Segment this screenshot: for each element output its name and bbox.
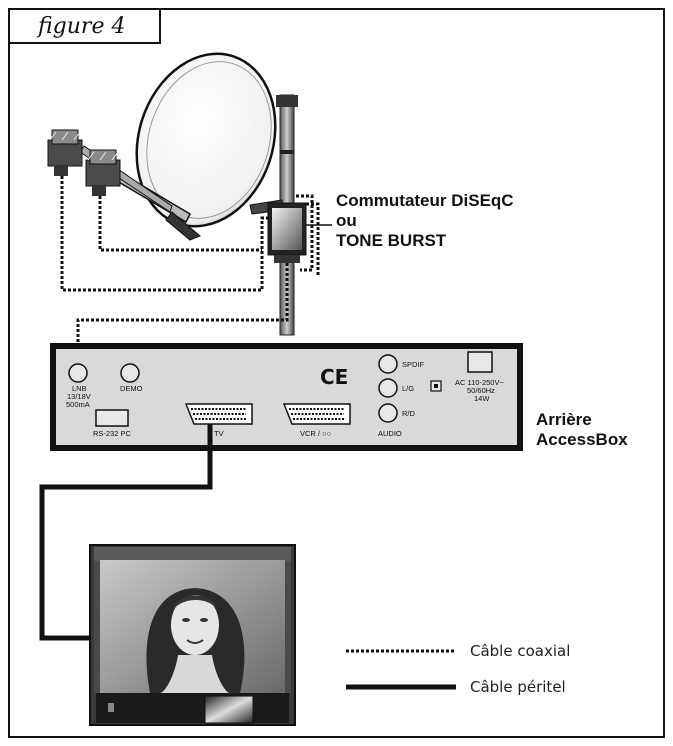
- lnb-2: [85, 149, 121, 196]
- television: [89, 544, 296, 726]
- switch-label-line3: TONE BURST: [336, 231, 447, 250]
- lnb-1: [47, 129, 83, 176]
- vcr-label: VCR / ○○: [300, 429, 331, 438]
- power-label3: 14W: [474, 394, 490, 403]
- audio-right-label: R/D: [402, 409, 416, 418]
- legend-peritel-label: Câble péritel: [470, 678, 566, 696]
- lnb-label3: 500mA: [66, 400, 90, 409]
- outer-frame: [8, 8, 665, 738]
- spdif-connector: [378, 354, 398, 374]
- receiver-caption-line2: AccessBox: [536, 430, 628, 449]
- power-label2: 50/60Hz: [467, 386, 495, 395]
- demo-label: DEMO: [120, 384, 143, 393]
- power-socket: [467, 351, 493, 373]
- audio-left-label: L/G: [402, 384, 414, 393]
- power-label1: AC 110-250V~: [455, 378, 504, 387]
- coax-cables: [60, 176, 320, 364]
- receiver-rear-panel: LNB 13/18V 500mA DEMO RS-232 PC TV VCR /…: [50, 343, 523, 451]
- legend-coax-label: Câble coaxial: [470, 642, 570, 660]
- tv-label: TV: [214, 429, 224, 438]
- tv-face-illustration: [146, 588, 245, 693]
- tv-scart-connector: [184, 403, 253, 425]
- lnb-label1: LNB: [72, 384, 87, 393]
- audio-label: AUDIO: [378, 429, 402, 438]
- figure-label: figure 4: [36, 14, 125, 39]
- ce-mark: CE: [320, 365, 348, 389]
- spdif-label: SPDIF: [402, 360, 425, 369]
- diseqc-switch: [267, 202, 307, 263]
- figure-label-box: [8, 8, 161, 44]
- rs232-label: RS-232 PC: [93, 429, 132, 438]
- audio-right-connector: [378, 403, 398, 423]
- lnb-label2: 13/18V: [67, 392, 91, 401]
- lnb-input-connector: [68, 363, 88, 383]
- rs232-port: [95, 409, 129, 427]
- tv-control-flap: [204, 695, 254, 724]
- switch-label-line2: ou: [336, 211, 357, 230]
- switch-label-line1: Commutateur DiSEqC: [336, 191, 514, 210]
- peritel-cable: [39, 424, 213, 641]
- satellite-dish-assembly: [47, 52, 298, 336]
- audio-left-connector: [378, 378, 398, 398]
- demo-connector: [120, 363, 140, 383]
- vcr-scart-connector: [282, 403, 351, 425]
- receiver-caption-line1: Arrière: [536, 410, 592, 429]
